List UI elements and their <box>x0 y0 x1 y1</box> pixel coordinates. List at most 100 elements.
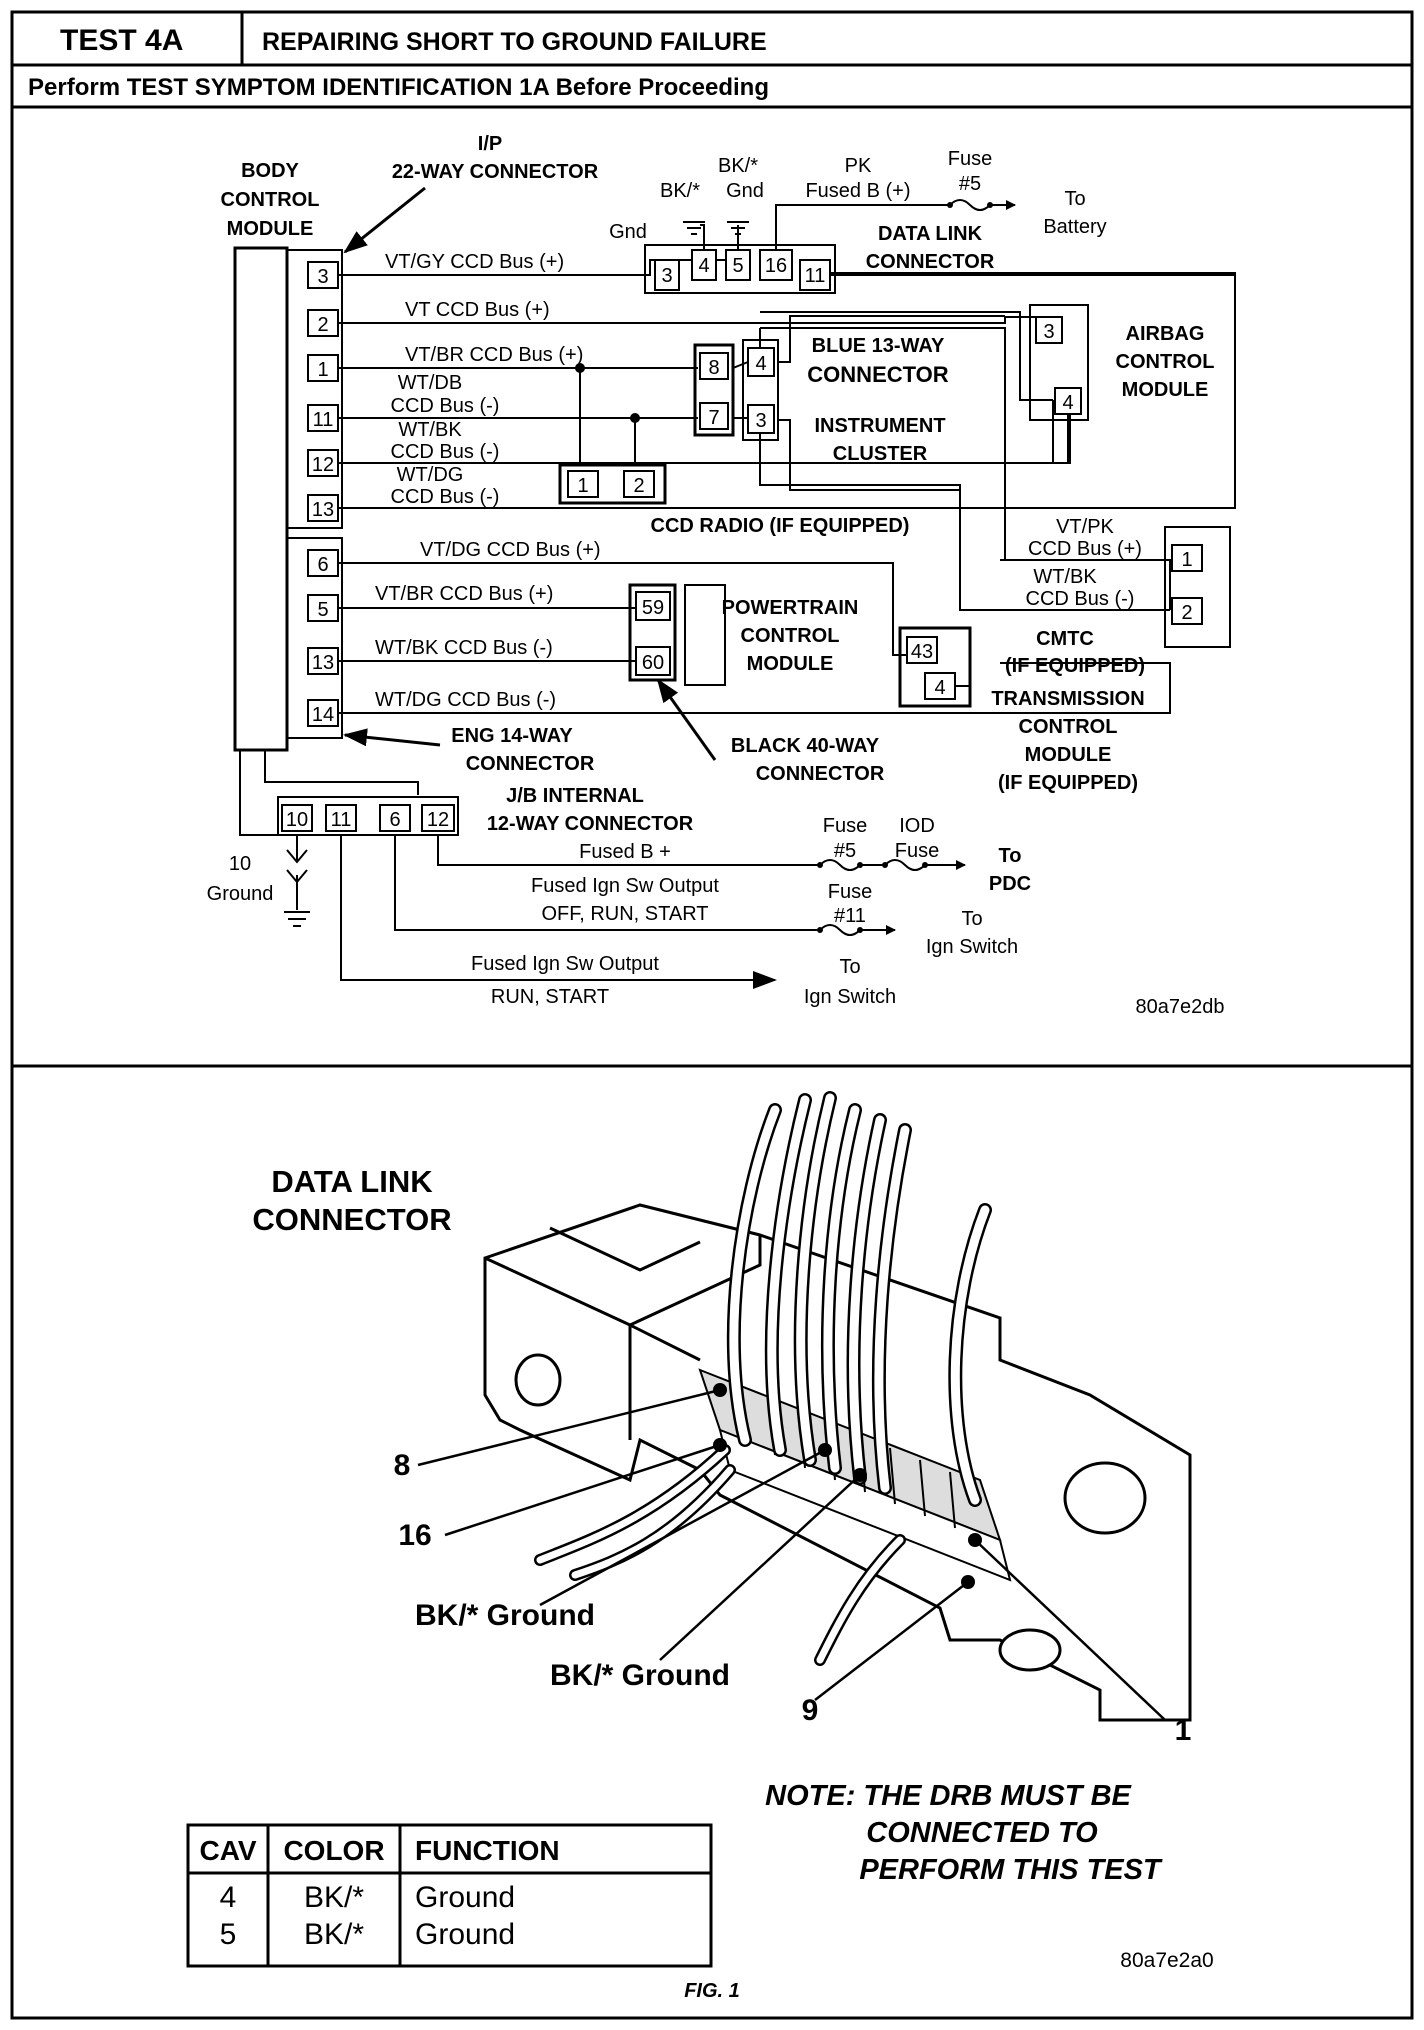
cmtc-label-2: (IF EQUIPPED) <box>1005 655 1145 677</box>
page-frame <box>10 10 1414 2020</box>
wire-label: CCD Bus (-) <box>391 395 500 417</box>
bcm-pin: 12 <box>312 454 334 476</box>
fig-label: FIG. 1 <box>684 1980 740 2002</box>
data-link-connector-schematic <box>644 244 836 294</box>
iod-label-1: IOD <box>899 815 935 837</box>
ip-connector-label-1: I/P <box>478 133 502 155</box>
callout-ground-1: BK/* Ground <box>415 1599 595 1632</box>
figure-code-top: 80a7e2db <box>1136 996 1225 1018</box>
airbag-label-2: CONTROL <box>1116 351 1215 373</box>
pcm-pin: 60 <box>642 652 664 674</box>
connector-illustration: DATA LINK CONNECTOR <box>252 1091 1214 2002</box>
fuse5-label-2: #5 <box>834 840 856 862</box>
bcm-pin: 11 <box>313 409 334 431</box>
wire-label: VT CCD Bus (+) <box>405 299 550 321</box>
connector-title-1: DATA LINK <box>271 1164 433 1199</box>
fused-ign-1a: Fused Ign Sw Output <box>531 875 719 897</box>
ip-connector-body <box>286 249 343 529</box>
wire-label: CCD Bus (-) <box>391 486 500 508</box>
dlc-pk: PK <box>845 155 872 177</box>
test-id: TEST 4A <box>60 24 183 57</box>
jb-pin: 11 <box>331 809 352 831</box>
pcm-pin: 59 <box>642 597 664 619</box>
table-cell: BK/* <box>304 1881 364 1914</box>
radio-label: CCD RADIO (IF EQUIPPED) <box>651 515 910 537</box>
bcm-label-3: MODULE <box>227 218 314 240</box>
dlc-bk1: BK/* <box>660 180 700 202</box>
black-connector-label-1: BLACK 40-WAY <box>731 735 880 757</box>
callout-8: 8 <box>394 1449 411 1482</box>
bcm-pin: 3 <box>317 266 328 288</box>
wiring-diagram: BODY CONTROL MODULE I/P 22-WAY CONNECTOR… <box>207 133 1236 1018</box>
fuse11-label-2: #11 <box>834 905 866 927</box>
dlc-pin: 3 <box>661 265 672 287</box>
dlc-pin: 4 <box>698 255 709 277</box>
jb-label-1: J/B INTERNAL <box>506 785 644 807</box>
to-ign-1a: To <box>961 908 982 930</box>
dlc-gnd2: Gnd <box>726 180 764 202</box>
wire-label: VT/DG CCD Bus (+) <box>420 539 601 561</box>
tcm-pin: 4 <box>934 677 945 699</box>
to-ign-2b: Ign Switch <box>804 986 896 1008</box>
table-cell: BK/* <box>304 1918 364 1951</box>
ic-pin: 3 <box>755 410 766 432</box>
cmtc-wire-2a: WT/BK <box>1033 566 1097 588</box>
eng-connector-label-2: CONNECTOR <box>466 753 595 775</box>
wire-label: WT/BK <box>398 419 462 441</box>
jb-connector <box>277 796 459 836</box>
ip-connector-label-2: 22-WAY CONNECTOR <box>392 161 599 183</box>
dlc-fused-b: Fused B (+) <box>805 180 910 202</box>
callout-16: 16 <box>398 1519 431 1552</box>
table-cell: 4 <box>220 1881 237 1914</box>
bcm-lower-connector <box>286 537 343 739</box>
ic-label-2: CONNECTOR <box>807 362 948 387</box>
bcm-pin: 5 <box>317 599 328 621</box>
dlc-pin: 11 <box>805 265 826 287</box>
to-ign-2a: To <box>839 956 860 978</box>
table-header-color: COLOR <box>283 1835 384 1866</box>
dlc-label-2: CONNECTOR <box>866 251 995 273</box>
fused-ign-2b: RUN, START <box>491 986 609 1008</box>
wire-label: WT/DG <box>397 464 464 486</box>
to-pdc-2: PDC <box>989 873 1031 895</box>
cmtc <box>1164 526 1231 648</box>
test-subtitle: Perform TEST SYMPTOM IDENTIFICATION 1A B… <box>28 74 769 101</box>
callout-1: 1 <box>1175 1714 1192 1747</box>
bcm-pin: 2 <box>317 314 328 336</box>
table-header-function: FUNCTION <box>415 1835 560 1866</box>
eng-connector-label-1: ENG 14-WAY <box>451 725 573 747</box>
ic-pin: 7 <box>708 407 719 429</box>
airbag-control-module <box>1029 304 1089 421</box>
radio-pin: 1 <box>577 475 588 497</box>
bcm-pin: 1 <box>317 359 328 381</box>
mounting-hole <box>998 1628 1062 1672</box>
bcm-pin: 13 <box>312 499 334 521</box>
table-cell: 5 <box>220 1918 237 1951</box>
to-pdc-1: To <box>999 845 1022 867</box>
dlc-bk2: BK/* <box>718 155 758 177</box>
dlc-pin: 16 <box>765 255 787 277</box>
table-cell: Ground <box>415 1918 515 1951</box>
test-title: REPAIRING SHORT TO GROUND FAILURE <box>262 28 767 56</box>
ip-connector-arrow <box>343 186 426 254</box>
bcm-top-pins: 3 2 1 11 12 13 <box>307 261 339 522</box>
tcm-pin: 43 <box>911 641 933 663</box>
ic-label-3: INSTRUMENT <box>814 415 945 437</box>
note-line-1: NOTE: THE DRB MUST BE <box>765 1780 1132 1812</box>
cmtc-wire-2b: CCD Bus (-) <box>1026 588 1135 610</box>
jb-pin: 12 <box>427 809 449 831</box>
wire-label: WT/BK CCD Bus (-) <box>375 637 553 659</box>
fuse5-label-1: Fuse <box>823 815 867 837</box>
dlc-fuse: Fuse <box>948 148 992 170</box>
instrument-cluster-inline <box>693 343 735 437</box>
dlc-battery: Battery <box>1043 216 1106 238</box>
eng-connector-arrow <box>343 728 441 747</box>
powertrain-control-module <box>684 584 726 686</box>
fused-b-plus: Fused B + <box>579 841 671 863</box>
tcm-label-2: CONTROL <box>1019 716 1118 738</box>
pin-table: CAV COLOR FUNCTION 4 BK/* Ground 5 BK/* … <box>186 1823 713 1968</box>
airbag-pin: 4 <box>1062 392 1073 414</box>
ccd-radio <box>558 463 667 505</box>
dlc-fuse-num: #5 <box>959 173 981 195</box>
black-connector-arrow <box>656 678 717 761</box>
